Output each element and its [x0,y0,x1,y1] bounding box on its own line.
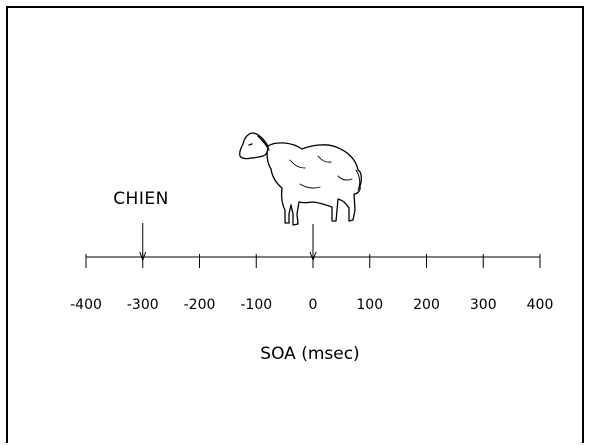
tick-label: 0 [309,297,318,313]
tick-label: 200 [413,297,440,313]
tick-label: -200 [184,297,216,313]
tick-label: -100 [240,297,272,313]
axis-ticks [85,254,541,268]
tick-label: 400 [527,297,554,313]
tick-label: 100 [356,297,383,313]
tick-label: 300 [470,297,497,313]
axis-tick-labels: -400 -300 -200 -100 0 100 200 300 400 [70,297,553,313]
sheep-icon [239,132,362,226]
tick-label: -300 [127,297,159,313]
slide-frame [6,6,584,443]
axis-title: SOA (msec) [260,344,359,364]
tick-label: -400 [70,297,102,313]
onset-arrows [139,223,317,262]
word-stimulus-label: CHIEN [113,189,169,209]
